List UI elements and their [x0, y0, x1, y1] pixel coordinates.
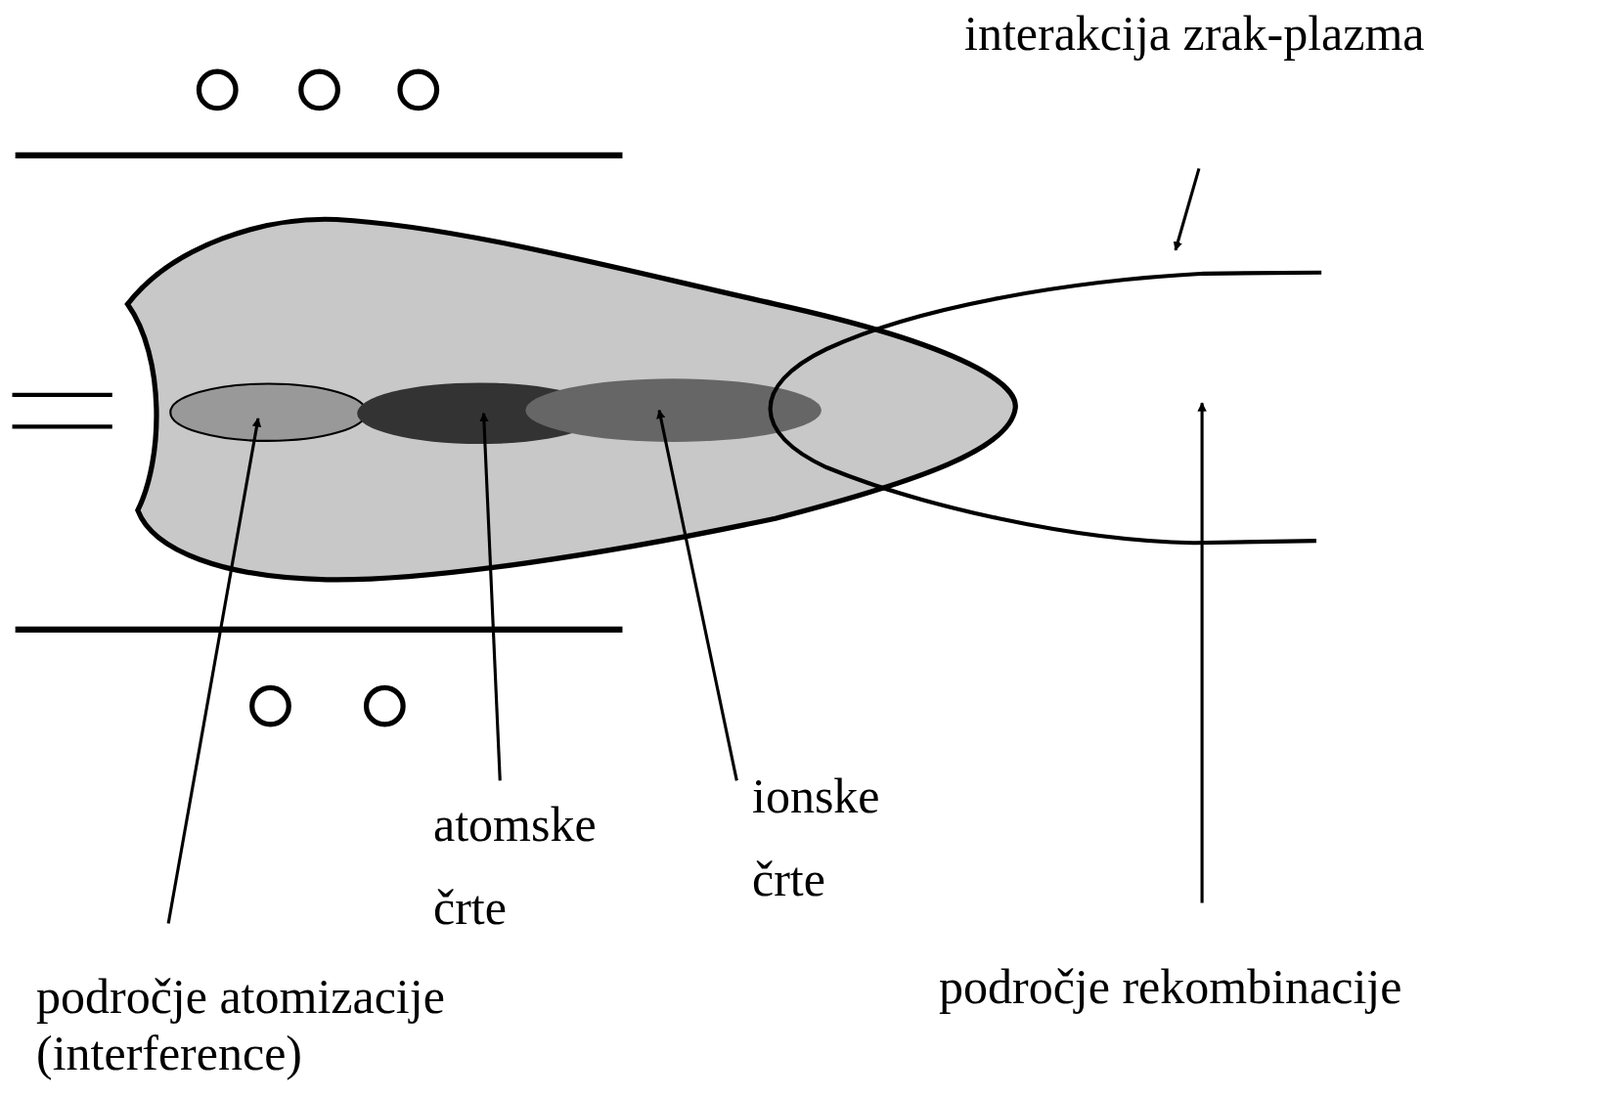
zone-label: področje rekombinacije [938, 959, 1402, 1017]
leader-lines [168, 168, 1202, 924]
line-label: ionske črte [752, 755, 957, 922]
recombination-zone [770, 272, 1323, 543]
injector-tube [12, 395, 113, 427]
zone-label: interakcija zrak-plazma [964, 5, 1425, 63]
line-label: atomske črte [433, 783, 678, 950]
atomization-zone [170, 383, 366, 441]
zone-label: področje atomizacije (interference) [36, 969, 639, 1082]
plasma [127, 219, 1016, 580]
